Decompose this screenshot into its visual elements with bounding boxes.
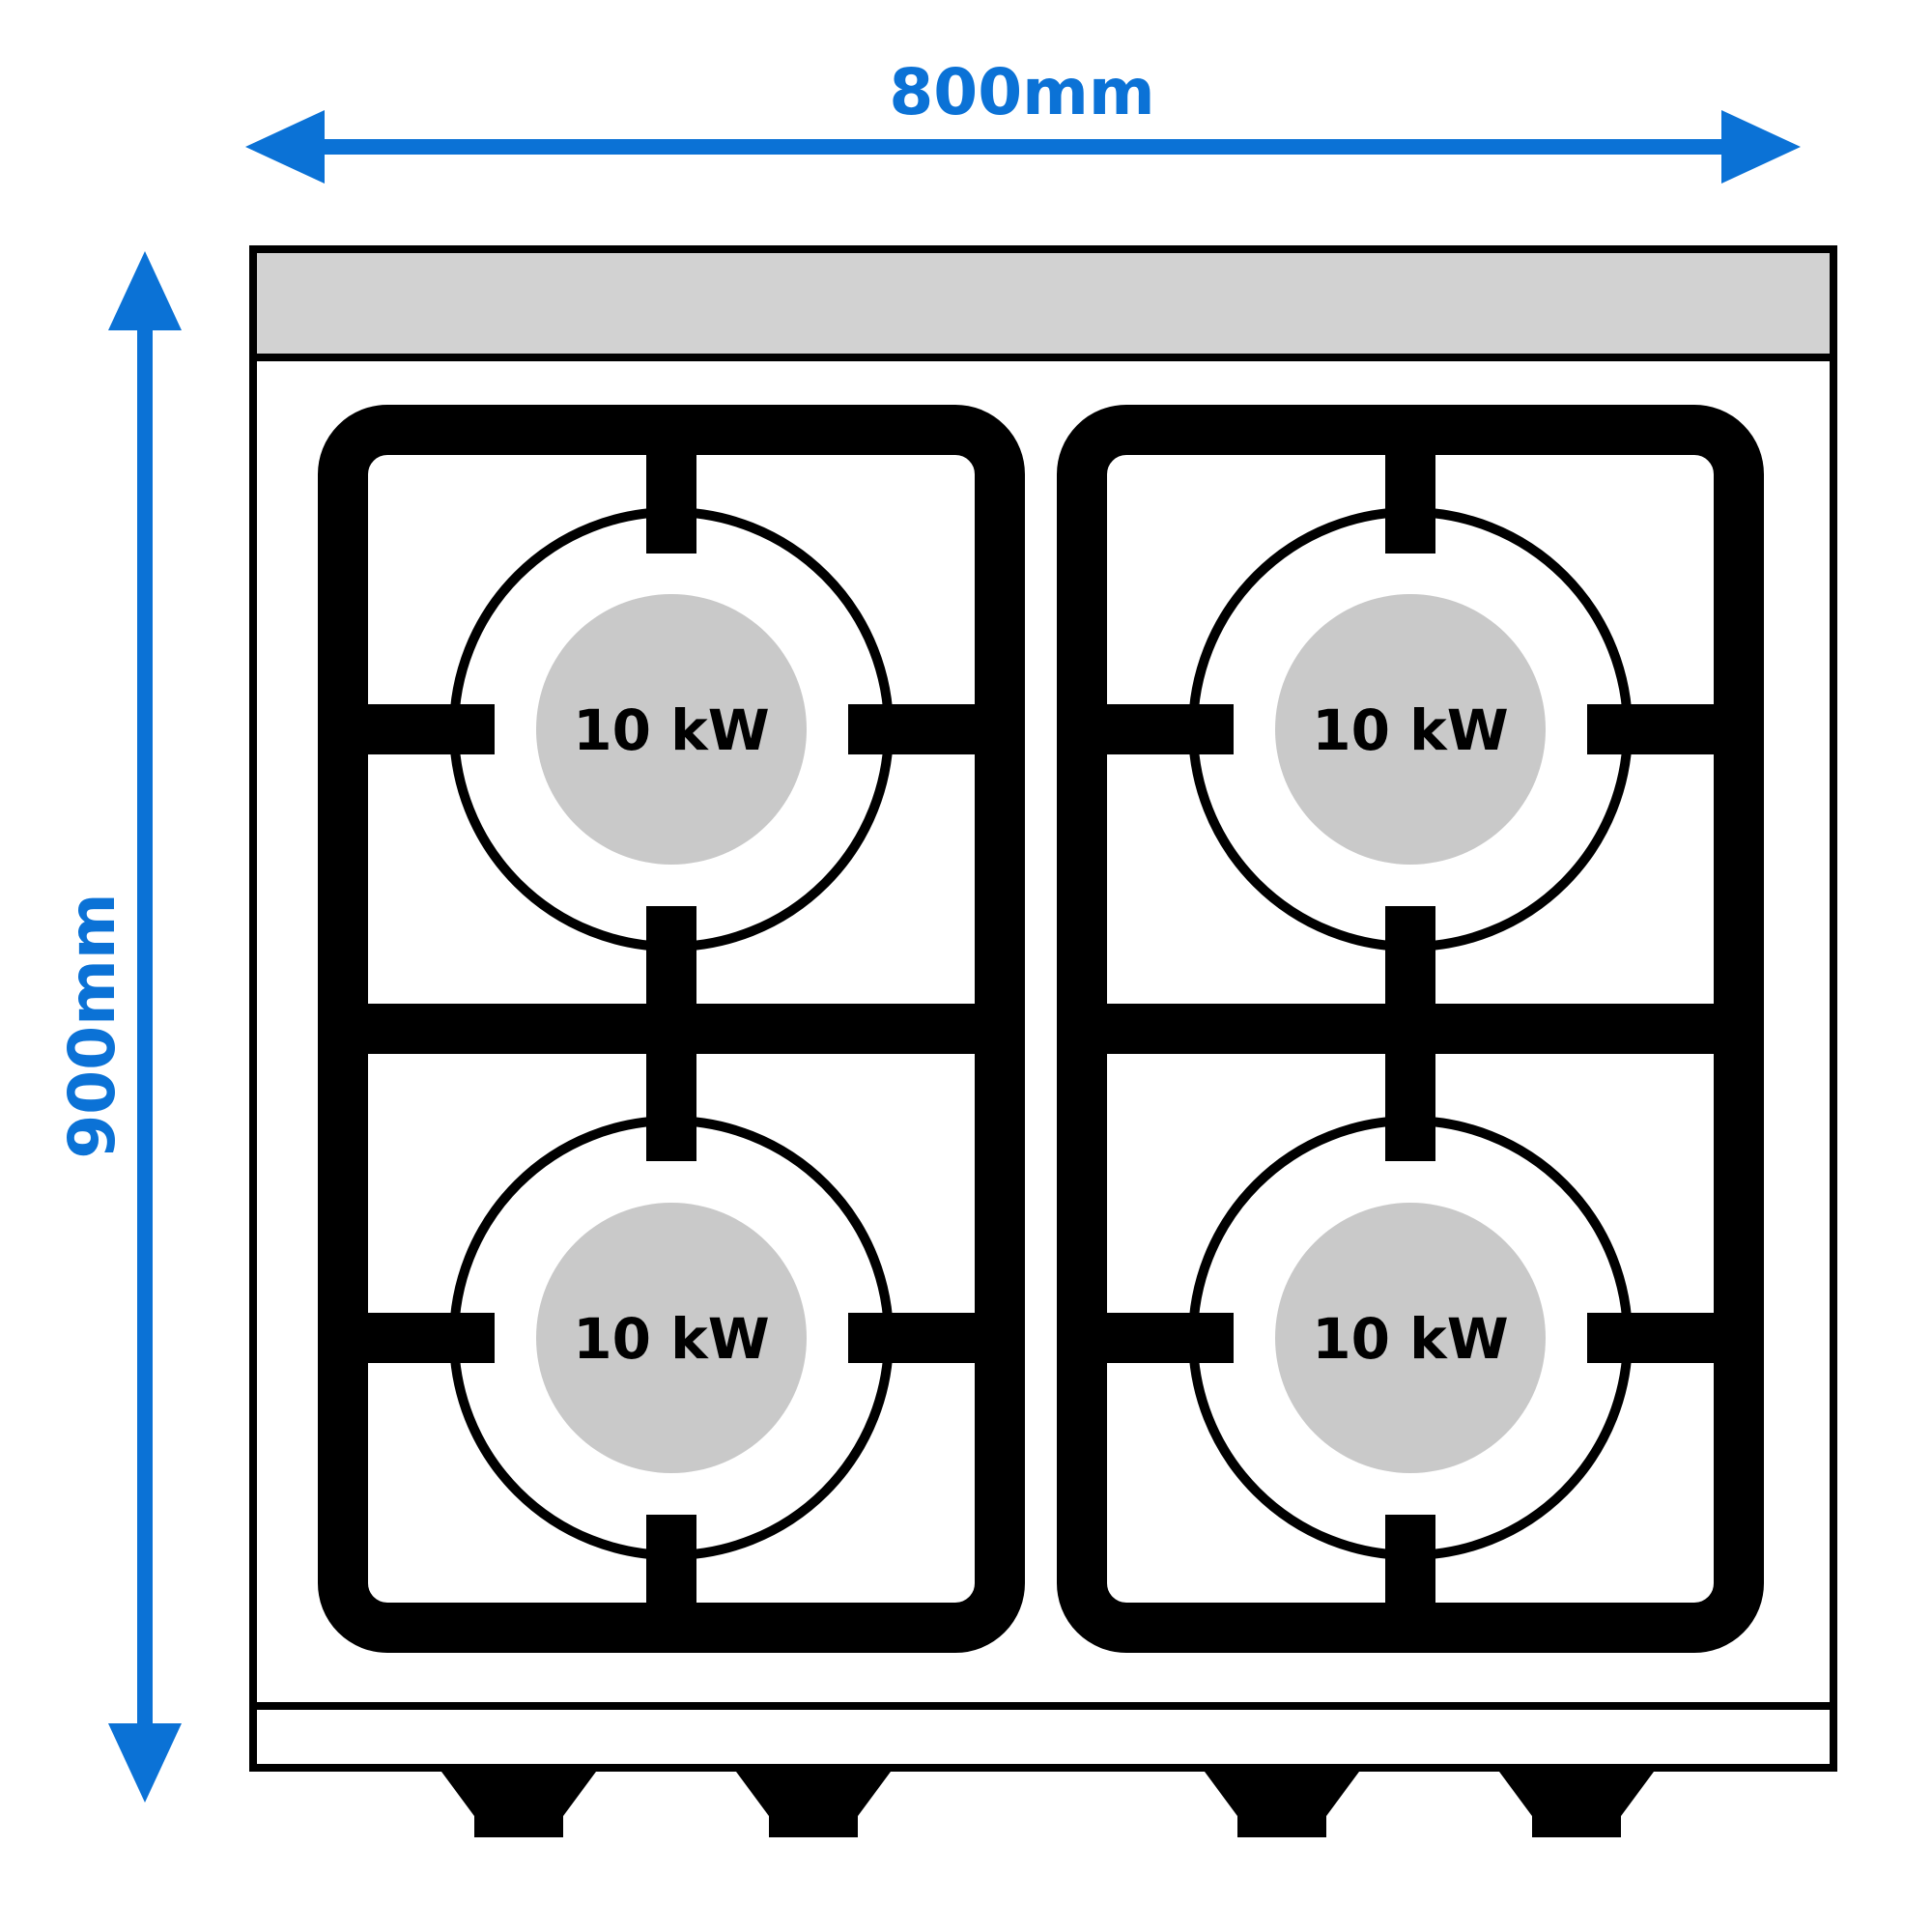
burner-cap [536, 1203, 807, 1473]
grate-arm-right [1587, 704, 1732, 754]
burner-cap [536, 594, 807, 865]
burner-top-left: 10 kW [350, 440, 993, 1026]
burner-power-label: 10 kW [573, 1306, 769, 1372]
dimension-width: 800mm [245, 55, 1801, 184]
arrowhead-left-icon [245, 110, 325, 184]
dimension-width-label: 800mm [889, 55, 1154, 129]
grate-arm-left [350, 1313, 495, 1363]
dimension-height: 900mm [55, 251, 182, 1803]
burner-power-label: 10 kW [1312, 697, 1508, 763]
stove-foot-1 [441, 1772, 596, 1837]
grate-arm-top [646, 440, 696, 554]
grate-arm-bottom [1385, 1515, 1435, 1619]
grate-arm-top [1385, 1032, 1435, 1161]
stove-foot-4 [1499, 1772, 1654, 1837]
grate-arm-left [1089, 704, 1234, 754]
dimension-height-label: 900mm [55, 893, 129, 1158]
burner-power-label: 10 kW [1312, 1306, 1508, 1372]
arrowhead-up-icon [108, 251, 182, 330]
grate-arm-right [848, 704, 993, 754]
grate-arm-bottom [646, 1515, 696, 1619]
grate-panel-right: 10 kW 10 kW [1057, 405, 1764, 1653]
burner-cap [1275, 594, 1546, 865]
grate-arm-top [646, 1032, 696, 1161]
grate-arm-left [350, 704, 495, 754]
burner-bottom-left: 10 kW [350, 1032, 993, 1619]
burner-cap [1275, 1203, 1546, 1473]
grate-arm-bottom [646, 906, 696, 1026]
grate-panel-left: 10 kW 10 kW [318, 405, 1025, 1653]
stove-back-rail [249, 245, 1837, 361]
grate-arm-top [1385, 440, 1435, 554]
arrowhead-right-icon [1721, 110, 1801, 184]
grate-arm-left [1089, 1313, 1234, 1363]
grate-arm-bottom [1385, 906, 1435, 1026]
burner-bottom-right: 10 kW [1089, 1032, 1732, 1619]
grate-arm-right [848, 1313, 993, 1363]
stove-foot-2 [736, 1772, 891, 1837]
burner-power-label: 10 kW [573, 697, 769, 763]
burner-top-right: 10 kW [1089, 440, 1732, 1026]
grate-arm-right [1587, 1313, 1732, 1363]
stove-foot-3 [1205, 1772, 1359, 1837]
arrowhead-down-icon [108, 1723, 182, 1803]
